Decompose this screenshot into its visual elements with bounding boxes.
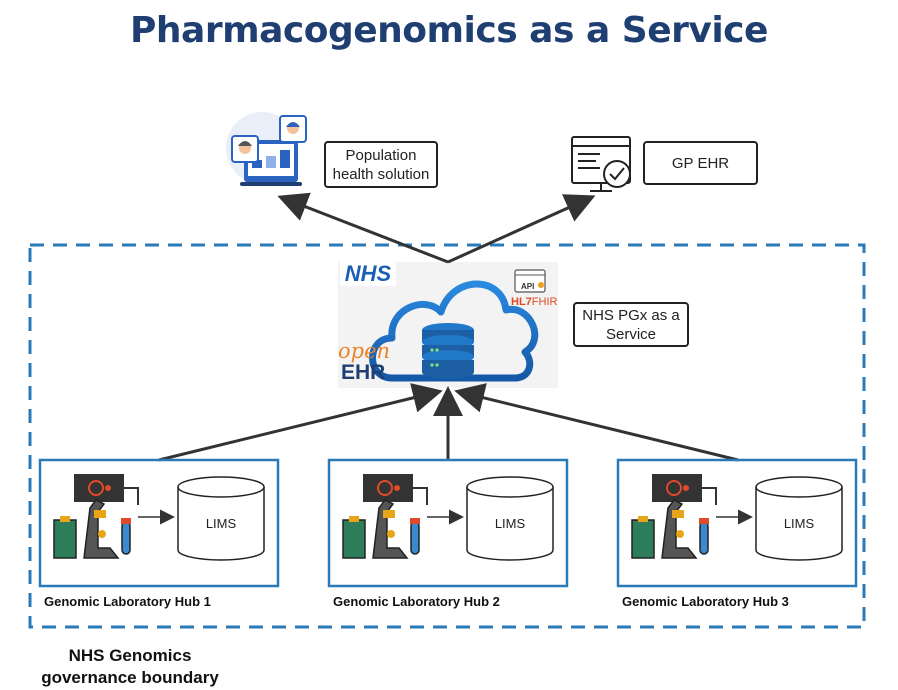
gp-ehr-label: GP EHR [671, 154, 730, 172]
hub-caption-2: Genomic Laboratory Hub 2 [333, 594, 500, 609]
hl7-label: HL7 [511, 296, 532, 308]
hub-caption-1: Genomic Laboratory Hub 1 [44, 594, 211, 609]
hub-box-2 [327, 458, 569, 588]
pgx-service-label: NHS PGx as a Service [582, 306, 680, 343]
hl7-fhir-logo: HL7FHIR [511, 296, 557, 308]
gp-ehr-icon [571, 136, 631, 192]
lims-label-1: LIMS [205, 516, 237, 531]
database-icon [422, 323, 474, 379]
page-title: Pharmacogenomics as a Service [130, 10, 768, 51]
population-health-icon [226, 112, 307, 186]
lab-equipment-icon [631, 474, 717, 559]
lims-database-icon [466, 476, 554, 561]
hub-caption-3: Genomic Laboratory Hub 3 [622, 594, 789, 609]
arrow-from-hub-3 [454, 383, 739, 462]
cloud-icon [369, 280, 539, 382]
lab-equipment-icon [342, 474, 428, 559]
hub-box-1 [38, 458, 280, 588]
nhs-logo: NHS [340, 262, 396, 286]
lims-label-3: LIMS [783, 516, 815, 531]
openehr-logo-ehr: EHR [341, 361, 386, 384]
population-health-box: Population health solution [324, 141, 438, 188]
api-label: API [521, 282, 535, 291]
lims-database-icon [177, 476, 265, 561]
api-icon [514, 269, 546, 293]
hub-box-3 [616, 458, 858, 588]
governance-boundary [28, 243, 866, 629]
population-health-label: Population health solution [332, 146, 430, 183]
gp-ehr-box: GP EHR [643, 141, 758, 185]
arrow-to-population [277, 192, 449, 264]
openehr-logo-open: open [338, 339, 391, 363]
lims-label-2: LIMS [494, 516, 526, 531]
governance-boundary-label: NHS Genomics governance boundary [20, 645, 240, 689]
pgx-service-box: NHS PGx as a Service [573, 302, 689, 347]
lims-database-icon [755, 476, 843, 561]
fhir-label: FHIR [531, 296, 558, 308]
arrow-from-hub-1 [158, 383, 443, 462]
governance-label-line-1: NHS Genomics [68, 646, 192, 665]
lab-equipment-icon [53, 474, 139, 559]
governance-label-line-2: governance boundary [41, 668, 219, 687]
arrow-to-gp-ehr [447, 194, 596, 264]
